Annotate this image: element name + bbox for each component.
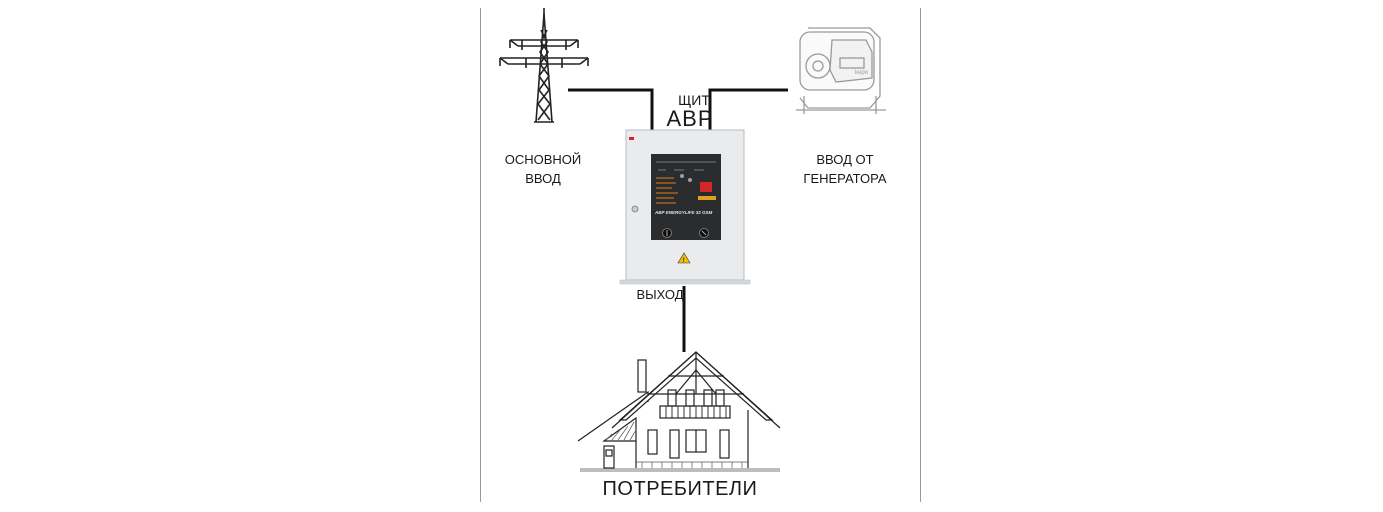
panel-brand-logo (629, 137, 634, 140)
panel-big-label: АВР (655, 106, 725, 132)
power-tower-icon (500, 8, 588, 122)
generator-input-label-line1: ВВОД ОТ (790, 150, 900, 169)
svg-text:!: ! (683, 258, 685, 264)
panel-model-text: АВР ENERGYLIFE 32 GSM (654, 210, 713, 215)
ats-panel: АВР ENERGYLIFE 32 GSM ! (620, 130, 750, 284)
output-label: ВЫХОД (615, 287, 705, 302)
house-icon (578, 352, 780, 472)
svg-text:kepo: kepo (855, 70, 869, 76)
main-input-label-line2: ВВОД (498, 169, 588, 188)
main-input-label: ОСНОВНОЙ ВВОД (498, 150, 588, 188)
wire-main-input (568, 90, 652, 130)
panel-lock-icon (632, 206, 638, 212)
generator-input-label: ВВОД ОТ ГЕНЕРАТОРА (790, 150, 900, 188)
generator-icon: kepo (796, 28, 886, 114)
main-input-label-line1: ОСНОВНОЙ (498, 150, 588, 169)
consumers-label: ПОТРЕБИТЕЛИ (560, 478, 800, 501)
generator-input-label-line2: ГЕНЕРАТОРА (790, 169, 900, 188)
